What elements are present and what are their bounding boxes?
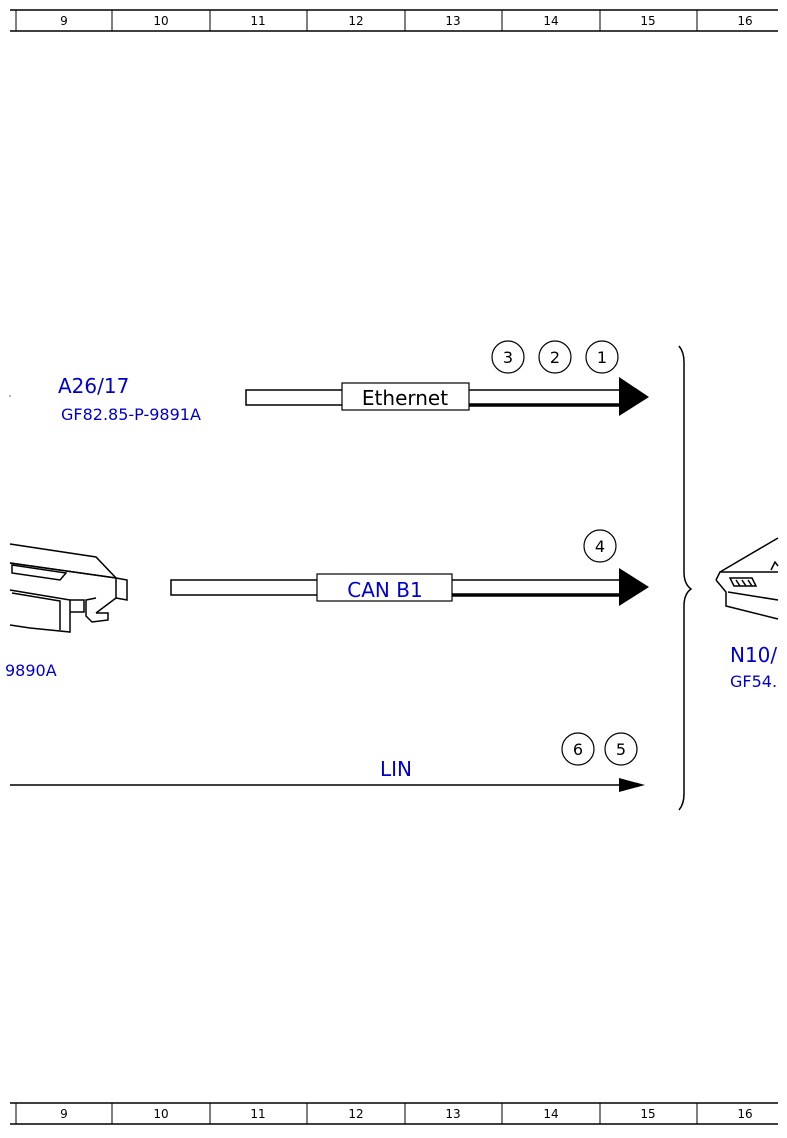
component-ref-left-mid[interactable]: 9890A bbox=[5, 661, 57, 680]
marker-circle bbox=[585, 340, 619, 374]
lin-arrowhead bbox=[619, 778, 645, 792]
ethernet-label: Ethernet bbox=[362, 386, 448, 410]
ethernet-arrowhead bbox=[619, 377, 649, 416]
marker-number: 4 bbox=[595, 537, 605, 556]
ruler-label: 15 bbox=[640, 1107, 655, 1121]
marker-number: 2 bbox=[550, 348, 560, 367]
can-label-box bbox=[316, 573, 453, 602]
ruler-label: 10 bbox=[153, 14, 168, 28]
marker-circle bbox=[538, 340, 572, 374]
bottom-ruler: 9 10 11 12 13 14 15 16 bbox=[10, 1102, 778, 1125]
component-ref-a26[interactable]: GF82.85-P-9891A bbox=[61, 405, 201, 424]
marker-circle bbox=[561, 732, 595, 766]
left-component-drawing bbox=[9, 543, 128, 633]
ruler-label: 15 bbox=[640, 14, 655, 28]
grouping-brace bbox=[678, 345, 693, 811]
lin-label[interactable]: LIN bbox=[380, 757, 412, 781]
component-ref-right[interactable]: GF54. bbox=[730, 672, 777, 691]
component-code-n10[interactable]: N10/ bbox=[730, 643, 777, 667]
ruler-label: 10 bbox=[153, 1107, 168, 1121]
ruler-label: 12 bbox=[348, 1107, 363, 1121]
lin-bus: LIN 6 5 bbox=[10, 732, 645, 792]
ruler-label: 13 bbox=[445, 1107, 460, 1121]
component-code-a26[interactable]: A26/17 bbox=[58, 374, 129, 398]
marker-circle bbox=[604, 732, 638, 766]
ruler-label: 9 bbox=[60, 1107, 68, 1121]
marker-circle bbox=[583, 529, 617, 563]
can-label[interactable]: CAN B1 bbox=[347, 578, 422, 602]
ruler-label: 13 bbox=[445, 14, 460, 28]
ruler-label: 11 bbox=[250, 14, 265, 28]
ethernet-label-box bbox=[341, 382, 470, 411]
stray-mark bbox=[9, 395, 11, 397]
right-component-drawing bbox=[715, 537, 779, 620]
can-arrowhead bbox=[619, 568, 649, 606]
ruler-label: 9 bbox=[60, 14, 68, 28]
ethernet-bus: Ethernet 3 2 1 bbox=[245, 340, 649, 416]
ruler-label: 16 bbox=[737, 1107, 752, 1121]
ruler-label: 11 bbox=[250, 1107, 265, 1121]
marker-circle bbox=[491, 340, 525, 374]
marker-number: 5 bbox=[616, 740, 626, 759]
marker-number: 6 bbox=[573, 740, 583, 759]
ruler-label: 14 bbox=[543, 1107, 558, 1121]
ruler-label: 12 bbox=[348, 14, 363, 28]
can-bus: CAN B1 4 bbox=[170, 529, 649, 606]
ruler-label: 16 bbox=[737, 14, 752, 28]
top-ruler: 9 10 11 12 13 14 15 16 bbox=[10, 9, 778, 32]
marker-number: 3 bbox=[503, 348, 513, 367]
ruler-label: 14 bbox=[543, 14, 558, 28]
marker-number: 1 bbox=[597, 348, 607, 367]
